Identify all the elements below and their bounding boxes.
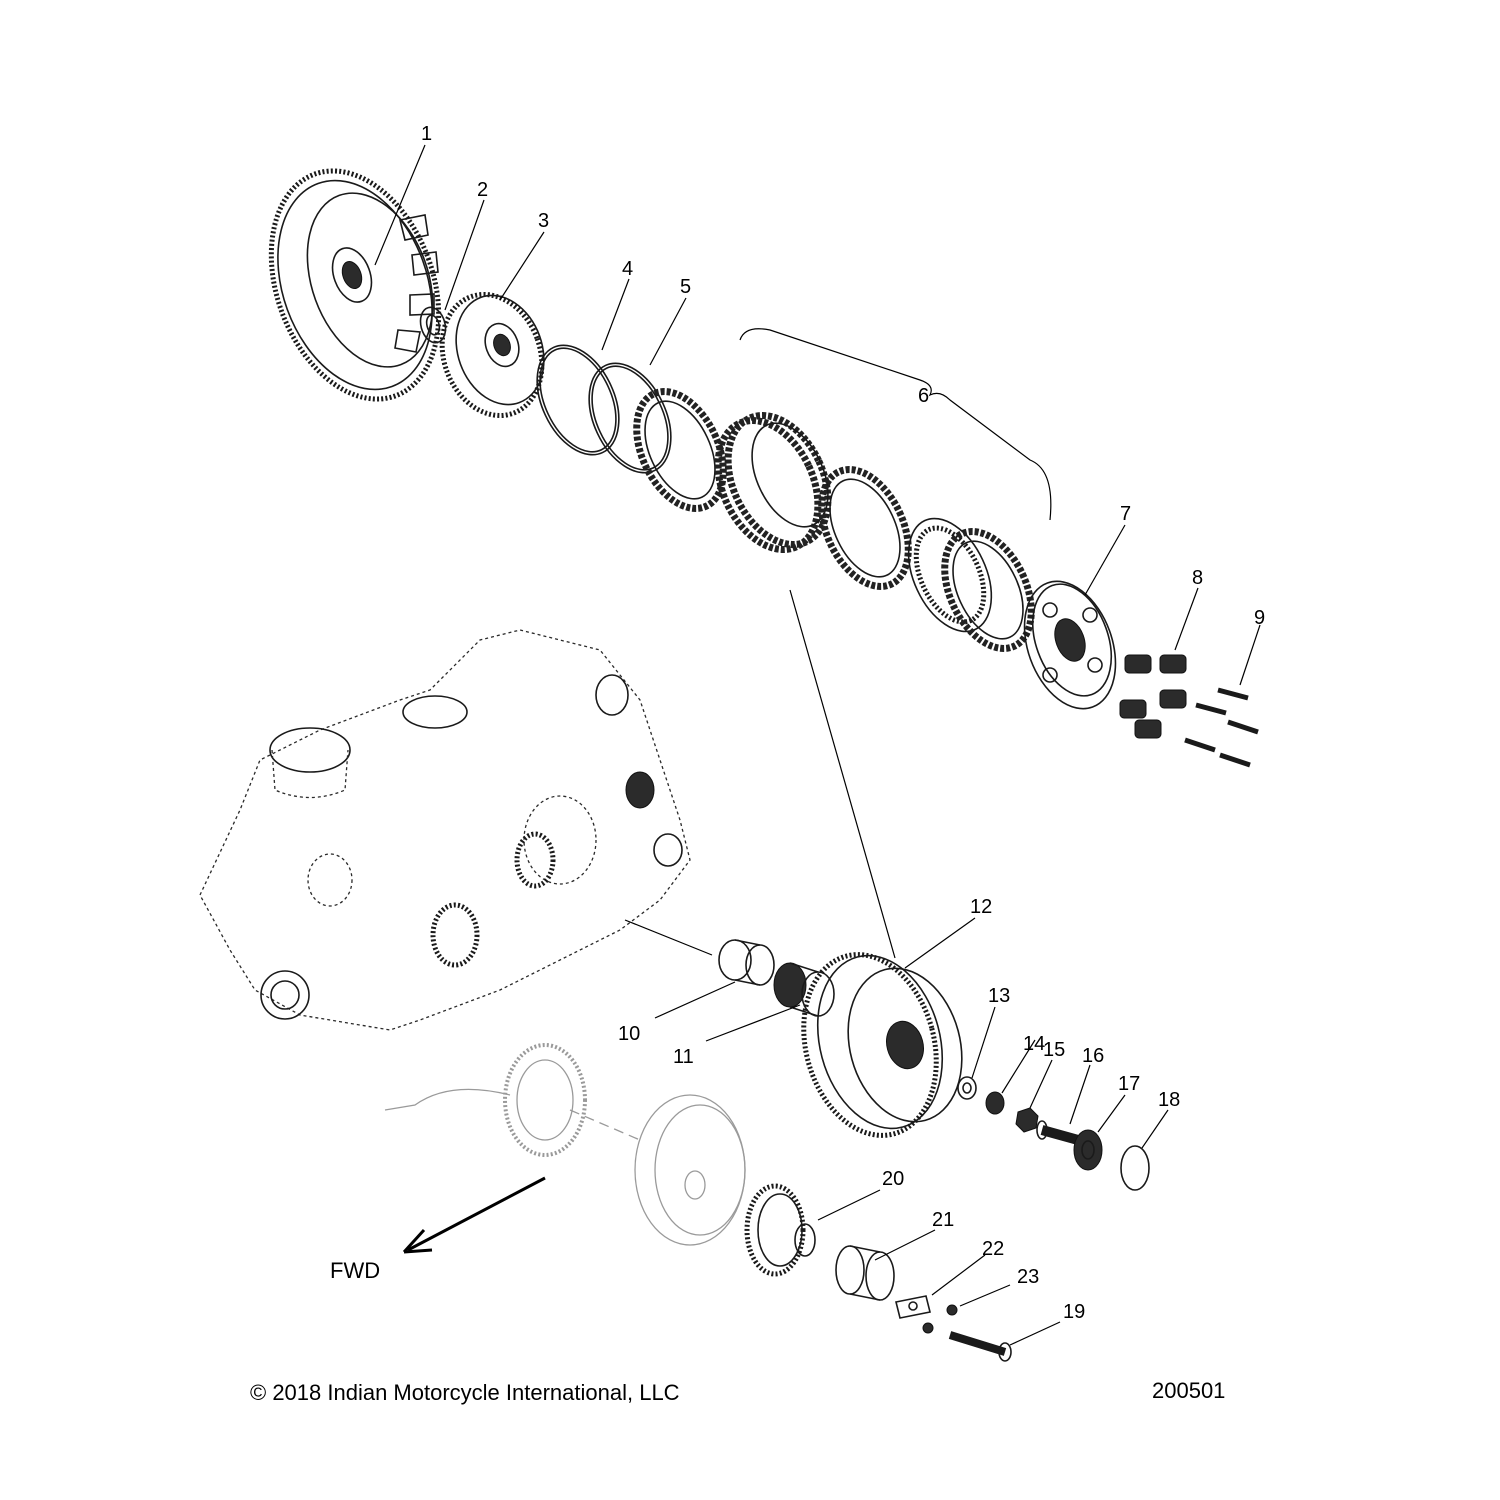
shaft-leader — [624, 919, 713, 956]
callout-6: 6 — [918, 385, 929, 407]
callout-8: 8 — [1192, 567, 1203, 589]
callout-leaders — [374, 144, 1261, 1346]
part-16-pushrod — [1036, 1120, 1080, 1145]
callout-labels: 1 2 3 4 5 6 7 8 9 10 11 12 13 14 15 16 1… — [421, 123, 1265, 1323]
part-4-wire-ring — [536, 344, 620, 456]
part-23-bolts — [922, 1304, 958, 1334]
part-1-clutch-basket — [268, 168, 442, 402]
callout-5: 5 — [680, 276, 691, 298]
part-19-idler-shaft — [948, 1331, 1012, 1362]
part-6-clutch-plate-kit — [633, 328, 1052, 652]
callout-2: 2 — [477, 179, 488, 201]
callout-18: 18 — [1158, 1089, 1180, 1111]
callout-12: 12 — [970, 896, 992, 918]
stator-ghost — [384, 1043, 587, 1157]
callout-22: 22 — [982, 1238, 1004, 1260]
callout-16: 16 — [1082, 1045, 1104, 1067]
part-11-needle-bearing — [773, 962, 835, 1017]
callout-10: 10 — [618, 1023, 640, 1045]
part-12-clutch-assembly — [789, 589, 963, 1138]
part-7-pressure-plate — [1023, 580, 1117, 710]
callout-13: 13 — [988, 985, 1010, 1007]
callout-4: 4 — [622, 258, 633, 280]
part-13-washer — [957, 1076, 977, 1100]
part-5-wire-ring — [588, 362, 672, 474]
forward-arrow — [402, 1176, 546, 1254]
part-18-snap-ring — [1120, 1145, 1150, 1191]
callout-7: 7 — [1120, 503, 1131, 525]
flywheel-ghost — [569, 1094, 746, 1246]
engine-case-outline — [199, 629, 691, 1031]
callout-19: 19 — [1063, 1301, 1085, 1323]
part-20-starter-gear — [744, 1183, 816, 1277]
part-9-bolts — [1184, 687, 1259, 768]
callout-17: 17 — [1118, 1073, 1140, 1095]
part-22-retaining-plate — [895, 1295, 931, 1319]
callout-15: 15 — [1043, 1039, 1065, 1061]
callout-3: 3 — [538, 210, 549, 232]
callout-23: 23 — [1017, 1266, 1039, 1288]
callout-21: 21 — [932, 1209, 954, 1231]
part-8-clutch-springs — [1119, 654, 1187, 739]
callout-11: 11 — [673, 1046, 694, 1068]
part-15-nut — [1015, 1107, 1039, 1133]
part-10-bushing — [718, 939, 775, 986]
callout-14: 14 — [1023, 1033, 1045, 1055]
part-3-clutch-hub — [439, 291, 545, 419]
callout-1: 1 — [421, 123, 432, 145]
part-21-idler-hub — [835, 1245, 895, 1301]
callout-9: 9 — [1254, 607, 1265, 629]
copyright-text: © 2018 Indian Motorcycle International, … — [250, 1380, 680, 1405]
fwd-label: FWD — [330, 1258, 380, 1283]
figure-number: 200501 — [1152, 1378, 1225, 1403]
part-17-bearing — [1073, 1129, 1103, 1171]
callout-20: 20 — [882, 1168, 904, 1190]
part-14-washer — [985, 1091, 1005, 1115]
